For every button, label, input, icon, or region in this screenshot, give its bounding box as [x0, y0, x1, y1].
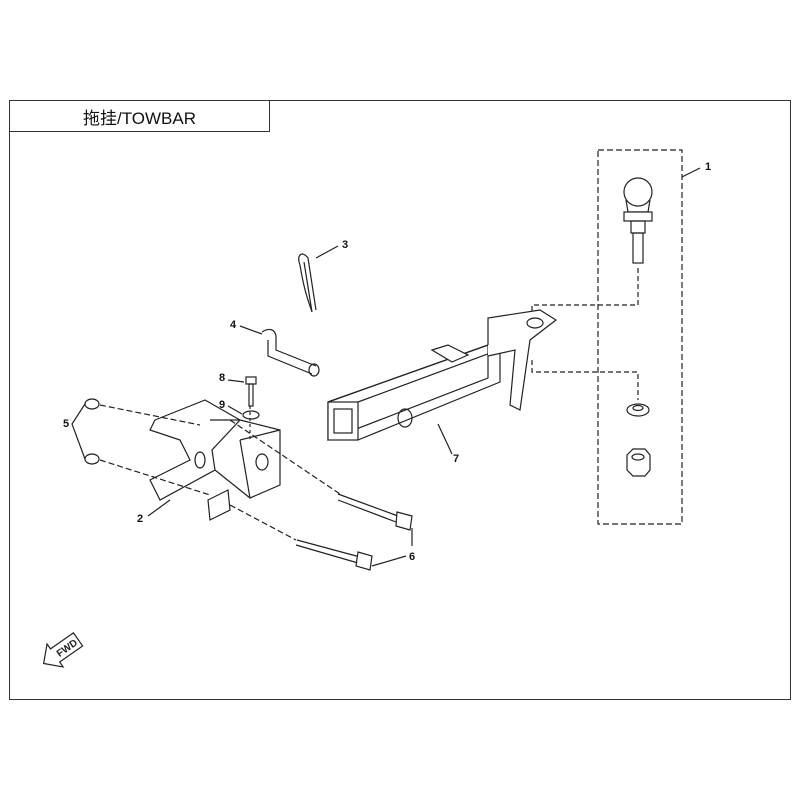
callout-5: 5 — [62, 418, 70, 430]
receiver-tube — [327, 309, 558, 441]
mounting-bracket — [149, 399, 281, 521]
page-title: 拖挂/TOWBAR — [9, 100, 270, 132]
title-text: 拖挂/TOWBAR — [82, 108, 197, 128]
callout-1: 1 — [704, 161, 712, 173]
hitch-pin — [261, 328, 320, 377]
callout-6: 6 — [408, 551, 416, 563]
callout-7: 7 — [452, 453, 460, 465]
hitch-pin-clip — [298, 253, 317, 313]
washer-bottom — [84, 453, 100, 465]
nut — [626, 448, 651, 477]
washer-top — [84, 398, 100, 410]
part-1-group-box — [597, 149, 683, 525]
callout-2: 2 — [136, 513, 144, 525]
lock-washer — [626, 403, 650, 417]
callout-9: 9 — [218, 399, 226, 411]
small-washer — [242, 410, 260, 420]
diagram-frame — [9, 100, 791, 700]
long-bolts — [295, 493, 413, 571]
small-bolt — [245, 376, 257, 407]
fwd-arrow-icon: FWD — [42, 631, 84, 668]
callout-8: 8 — [218, 372, 226, 384]
tow-ball — [623, 177, 653, 264]
callout-3: 3 — [341, 239, 349, 251]
callout-4: 4 — [229, 319, 237, 331]
